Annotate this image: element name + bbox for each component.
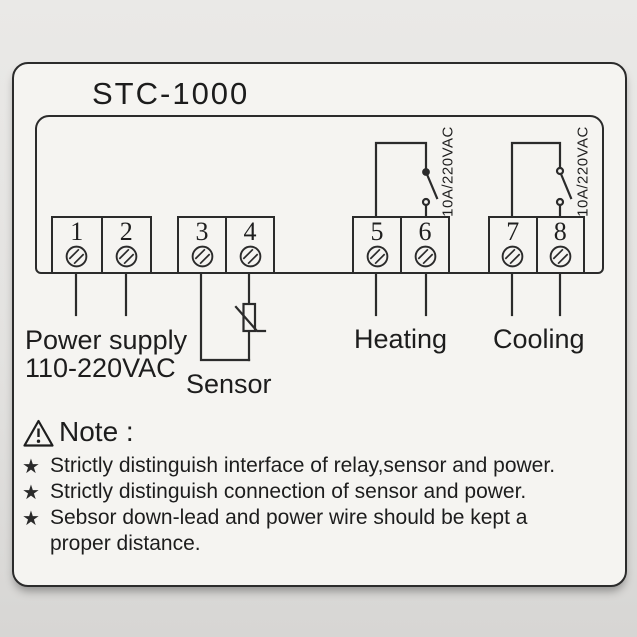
star-icon: ★ (22, 456, 40, 478)
terminal-block-3-4: 3 4 (177, 216, 275, 274)
wire-terminal3 (199, 272, 251, 362)
cooling-label: Cooling (493, 324, 585, 354)
terminal-block-5-6: 5 6 (352, 216, 450, 274)
terminal-3: 3 (179, 218, 227, 272)
screw-icon (366, 245, 388, 268)
note-item-continuation: ★proper distance. (22, 532, 622, 557)
screw-icon (191, 245, 213, 268)
power-supply-label-line2: 110-220VAC (25, 353, 176, 383)
note-text: Strictly distinguish interface of relay,… (50, 454, 556, 477)
terminal-5: 5 (354, 218, 402, 272)
note-text: Strictly distinguish connection of senso… (50, 480, 527, 503)
star-icon: ★ (22, 508, 40, 530)
screw-icon (239, 245, 261, 268)
terminal-7: 7 (490, 218, 538, 272)
terminal-2: 2 (103, 218, 151, 272)
screw-icon (414, 245, 436, 268)
heating-relay-rating: 10A/220VAC (439, 126, 457, 217)
heating-label: Heating (354, 324, 448, 354)
screw-icon (501, 245, 524, 268)
note-item: ★ Strictly distinguish interface of relay… (22, 454, 622, 479)
screw-icon (549, 245, 572, 268)
note-heading: Note : (59, 416, 134, 447)
controller-outline (35, 115, 604, 274)
note-text: proper distance. (50, 532, 201, 555)
thermistor-stroke (234, 305, 267, 333)
star-icon: ★ (22, 482, 40, 504)
note-item: ★ Sebsor down-lead and power wire should … (22, 506, 622, 531)
wiring-diagram-card: STC-1000 1 (12, 62, 627, 587)
terminal-number: 3 (195, 217, 209, 246)
terminal-number: 1 (70, 217, 84, 246)
terminal-number: 6 (418, 217, 432, 246)
terminal-number: 2 (119, 217, 133, 246)
note-text: Sebsor down-lead and power wire should b… (50, 506, 528, 529)
terminal-1: 1 (53, 218, 103, 272)
note-item: ★ Strictly distinguish connection of sens… (22, 480, 622, 505)
terminal-8: 8 (538, 218, 584, 272)
terminal-4: 4 (227, 218, 273, 272)
terminal-block-1-2: 1 2 (51, 216, 152, 274)
terminal-block-7-8: 7 8 (488, 216, 585, 274)
screw-icon (115, 245, 138, 268)
terminal-number: 8 (553, 217, 567, 246)
screw-icon (65, 245, 88, 268)
terminal-number: 5 (370, 217, 384, 246)
thermistor-body (242, 302, 257, 333)
terminal-number: 4 (243, 217, 257, 246)
power-supply-label-line1: Power supply (25, 325, 188, 355)
warning-triangle-icon (23, 419, 54, 447)
terminal-6: 6 (402, 218, 448, 272)
sensor-label: Sensor (186, 369, 272, 399)
product-title: STC-1000 (92, 76, 250, 111)
cooling-relay-rating: 10A/220VAC (574, 126, 592, 217)
terminal-number: 7 (506, 217, 520, 246)
